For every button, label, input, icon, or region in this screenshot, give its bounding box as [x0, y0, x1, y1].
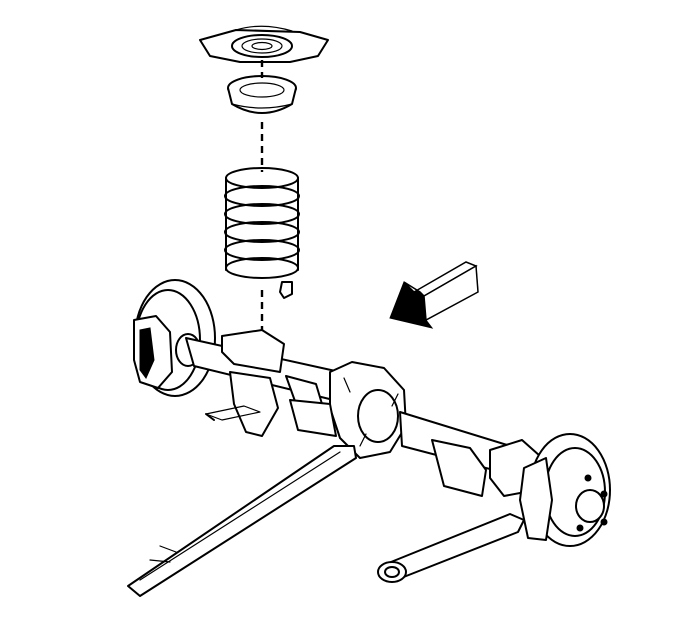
direction-arrow [389, 261, 479, 329]
upper-spring-mount [199, 25, 329, 63]
coil-spring [224, 167, 300, 299]
rear-axle [185, 329, 541, 497]
left-brake-rotor [133, 279, 216, 397]
control-arm-right [377, 513, 525, 583]
right-brake-rotor [519, 433, 611, 547]
spring-insulator [227, 75, 297, 114]
control-arm-left [127, 445, 357, 597]
